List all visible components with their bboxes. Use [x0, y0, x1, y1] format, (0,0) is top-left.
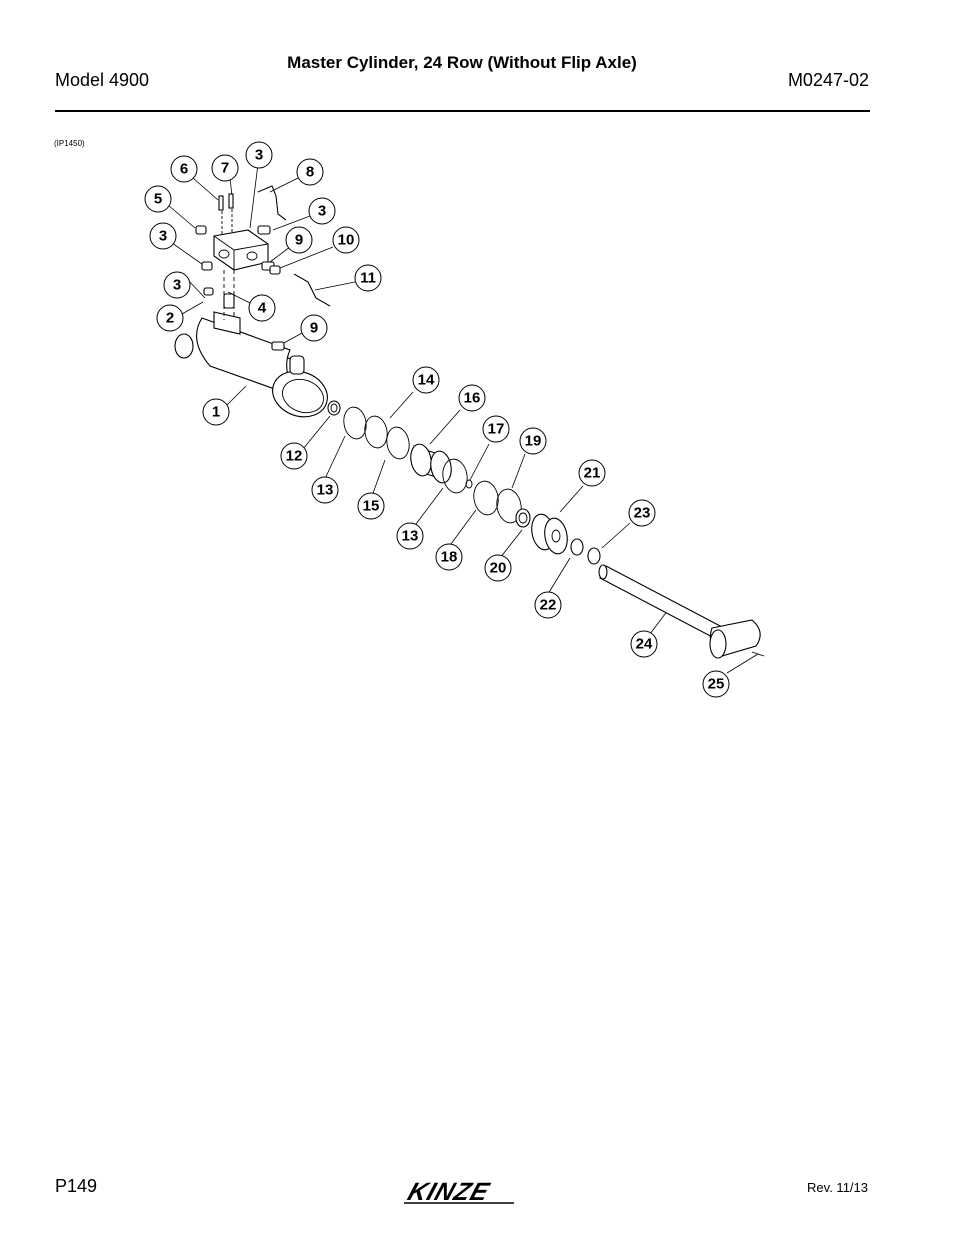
svg-text:8: 8: [306, 164, 314, 181]
svg-text:3: 3: [318, 203, 326, 220]
callout-21: 21: [578, 459, 606, 487]
svg-text:18: 18: [441, 549, 458, 566]
revision-label: Rev. 11/13: [807, 1180, 868, 1195]
svg-text:23: 23: [634, 505, 651, 522]
callout-14: 14: [412, 366, 440, 394]
svg-text:3: 3: [173, 277, 181, 294]
callout-9: 9: [285, 226, 313, 254]
callout-15: 15: [357, 492, 385, 520]
cylinder-body: [174, 311, 341, 418]
svg-text:3: 3: [159, 228, 167, 245]
header-rule: [55, 110, 870, 112]
page-number: P149: [55, 1176, 98, 1196]
callout-24: 24: [630, 630, 658, 658]
svg-text:3: 3: [255, 147, 263, 164]
svg-text:5: 5: [154, 191, 162, 208]
callout-3: 3: [308, 197, 336, 225]
exploded-parts-diagram: 6 7 3 8 5 3 3 9 10 11 3 4 2 9 14 16 1 17…: [144, 141, 765, 698]
document-number: M0247-02: [787, 70, 869, 90]
svg-text:6: 6: [180, 161, 188, 178]
callout-17: 17: [482, 415, 510, 443]
leader-lines: [167, 163, 759, 674]
svg-text:25: 25: [708, 676, 725, 693]
svg-text:19: 19: [525, 433, 542, 450]
svg-text:KINZE: KINZE: [404, 1179, 493, 1206]
svg-text:11: 11: [360, 270, 376, 287]
callout-4: 4: [248, 294, 276, 322]
callout-3: 3: [245, 141, 273, 169]
figure-id: (IP1450): [54, 139, 85, 148]
svg-text:17: 17: [488, 421, 505, 438]
callout-1: 1: [202, 398, 230, 426]
kinze-logo: KINZE: [404, 1179, 514, 1206]
callout-3: 3: [163, 271, 191, 299]
callout-8: 8: [296, 158, 324, 186]
callout-2: 2: [156, 304, 184, 332]
callout-7: 7: [211, 154, 239, 182]
callout-22: 22: [534, 591, 562, 619]
svg-text:7: 7: [221, 160, 229, 177]
callout-11: 11: [354, 264, 382, 292]
svg-text:16: 16: [464, 390, 481, 407]
svg-text:15: 15: [363, 498, 380, 515]
svg-text:13: 13: [317, 482, 334, 499]
svg-text:22: 22: [540, 597, 557, 614]
callout-20: 20: [484, 554, 512, 582]
svg-text:21: 21: [584, 465, 601, 482]
valve-block: [195, 193, 285, 351]
hydraulic-tubes: [257, 185, 331, 307]
callout-10: 10: [332, 226, 360, 254]
model-label: Model 4900: [55, 70, 150, 90]
seals-and-rings: [343, 406, 601, 565]
callout-12: 12: [280, 442, 308, 470]
callout-5: 5: [144, 185, 172, 213]
piston-rod: [598, 564, 765, 659]
svg-text:9: 9: [310, 320, 318, 337]
svg-text:4: 4: [258, 300, 267, 317]
callout-6: 6: [170, 155, 198, 183]
callout-16: 16: [458, 384, 486, 412]
svg-text:2: 2: [166, 310, 174, 327]
svg-text:20: 20: [490, 560, 507, 577]
page-title: Master Cylinder, 24 Row (Without Flip Ax…: [287, 53, 637, 72]
svg-text:12: 12: [286, 448, 303, 465]
svg-text:9: 9: [295, 232, 303, 249]
callout-19: 19: [519, 427, 547, 455]
callout-9: 9: [300, 314, 328, 342]
svg-text:24: 24: [636, 636, 653, 653]
callout-18: 18: [435, 543, 463, 571]
svg-text:10: 10: [338, 232, 355, 249]
svg-text:1: 1: [212, 404, 220, 421]
callout-13: 13: [311, 476, 339, 504]
callout-3: 3: [149, 222, 177, 250]
callout-13: 13: [396, 522, 424, 550]
callout-23: 23: [628, 499, 656, 527]
callout-25: 25: [702, 670, 730, 698]
svg-text:14: 14: [418, 372, 435, 389]
svg-text:13: 13: [402, 528, 419, 545]
